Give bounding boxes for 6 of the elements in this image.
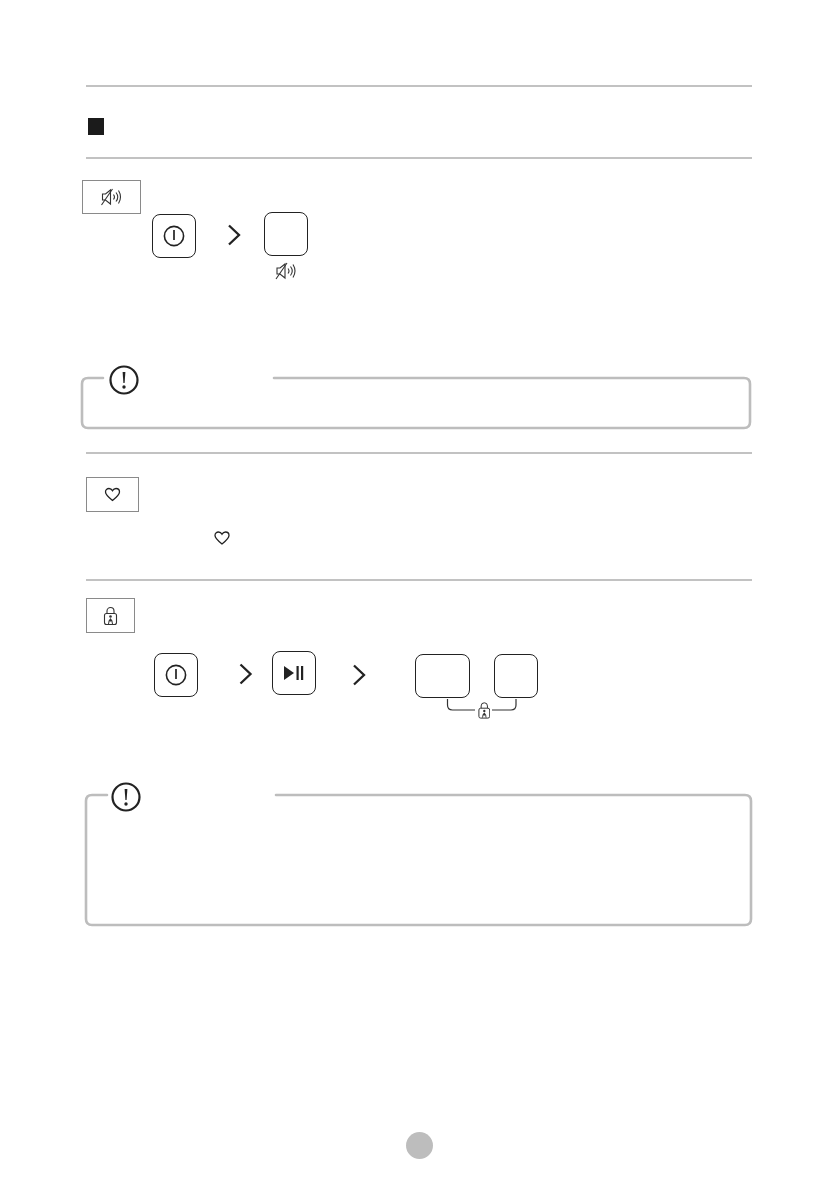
display-box [494,654,538,698]
power-button [152,214,196,258]
play-pause-button [272,651,316,695]
power-button [154,653,198,697]
display-box [415,654,470,698]
display-box [264,212,308,256]
